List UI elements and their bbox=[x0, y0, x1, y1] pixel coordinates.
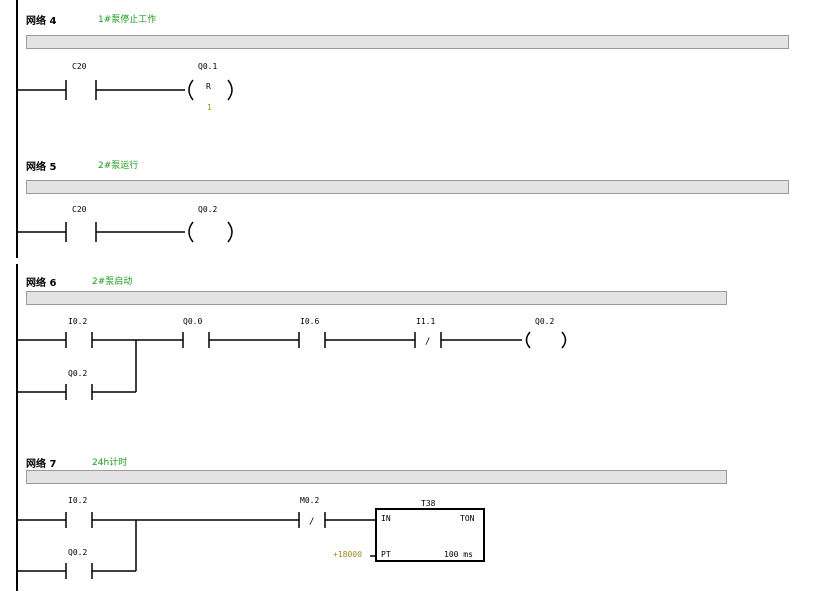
timer-name-label: T38 bbox=[421, 499, 436, 508]
network-4-label: 网络 4 bbox=[26, 16, 57, 27]
network-6-parallel-label: Q0.2 bbox=[68, 369, 88, 378]
network-4-comment-bar[interactable] bbox=[26, 35, 789, 49]
network-7-parallel-label: Q0.2 bbox=[68, 548, 88, 557]
network-4-title[interactable]: 网络 4 bbox=[26, 12, 56, 27]
network-7-rung bbox=[17, 508, 485, 579]
network-5-comment-bar[interactable] bbox=[26, 180, 789, 194]
network-4-contact-label: C20 bbox=[72, 62, 87, 71]
timer-pt-label: PT bbox=[381, 550, 391, 559]
network-5-contact-label: C20 bbox=[72, 205, 87, 214]
network-6-comment[interactable]: 2#泵启动 bbox=[92, 277, 133, 287]
network-5-label: 网络 5 bbox=[26, 162, 57, 173]
network-6-not-slash: / bbox=[425, 337, 430, 347]
network-4-coil-type: R bbox=[206, 82, 211, 91]
power-rail-top bbox=[16, 0, 18, 258]
network-6-comment-bar[interactable] bbox=[26, 291, 727, 305]
network-6-contact-4-label: I1.1 bbox=[416, 317, 436, 326]
network-7-contact-2-label: M0.2 bbox=[300, 496, 320, 505]
timer-box[interactable] bbox=[375, 508, 485, 562]
network-7-comment-bar[interactable] bbox=[26, 470, 727, 484]
network-5-comment[interactable]: 2#泵运行 bbox=[98, 161, 139, 171]
network-6-title[interactable]: 网络 6 bbox=[26, 274, 56, 289]
timer-preset-value[interactable]: +18000 bbox=[333, 550, 362, 559]
network-6-coil-label: Q0.2 bbox=[535, 317, 555, 326]
network-4-coil-label: Q0.1 bbox=[198, 62, 218, 71]
network-5-coil-label: Q0.2 bbox=[198, 205, 218, 214]
timer-in-label: IN bbox=[381, 514, 391, 523]
network-4-rung bbox=[17, 79, 233, 101]
network-7-contact-1-label: I0.2 bbox=[68, 496, 88, 505]
power-rail-bottom bbox=[16, 264, 18, 591]
network-6-rung bbox=[17, 331, 567, 400]
network-7-not-slash: / bbox=[309, 517, 314, 527]
network-5-rung bbox=[17, 221, 233, 243]
network-7-label: 网络 7 bbox=[26, 459, 57, 470]
panel-separator bbox=[0, 258, 814, 266]
network-6-contact-3-label: I0.6 bbox=[300, 317, 320, 326]
network-7-title[interactable]: 网络 7 bbox=[26, 455, 56, 470]
timer-base-label: 100 ms bbox=[444, 550, 473, 559]
network-6-label: 网络 6 bbox=[26, 278, 57, 289]
network-6-contact-2-label: Q0.0 bbox=[183, 317, 203, 326]
network-6-contact-1-label: I0.2 bbox=[68, 317, 88, 326]
network-5-title[interactable]: 网络 5 bbox=[26, 158, 56, 173]
timer-type-label: TON bbox=[460, 514, 475, 523]
network-4-comment[interactable]: 1#泵停止工作 bbox=[98, 15, 157, 25]
network-4-coil-param: 1 bbox=[207, 103, 212, 112]
network-7-comment[interactable]: 24h计时 bbox=[92, 458, 128, 468]
